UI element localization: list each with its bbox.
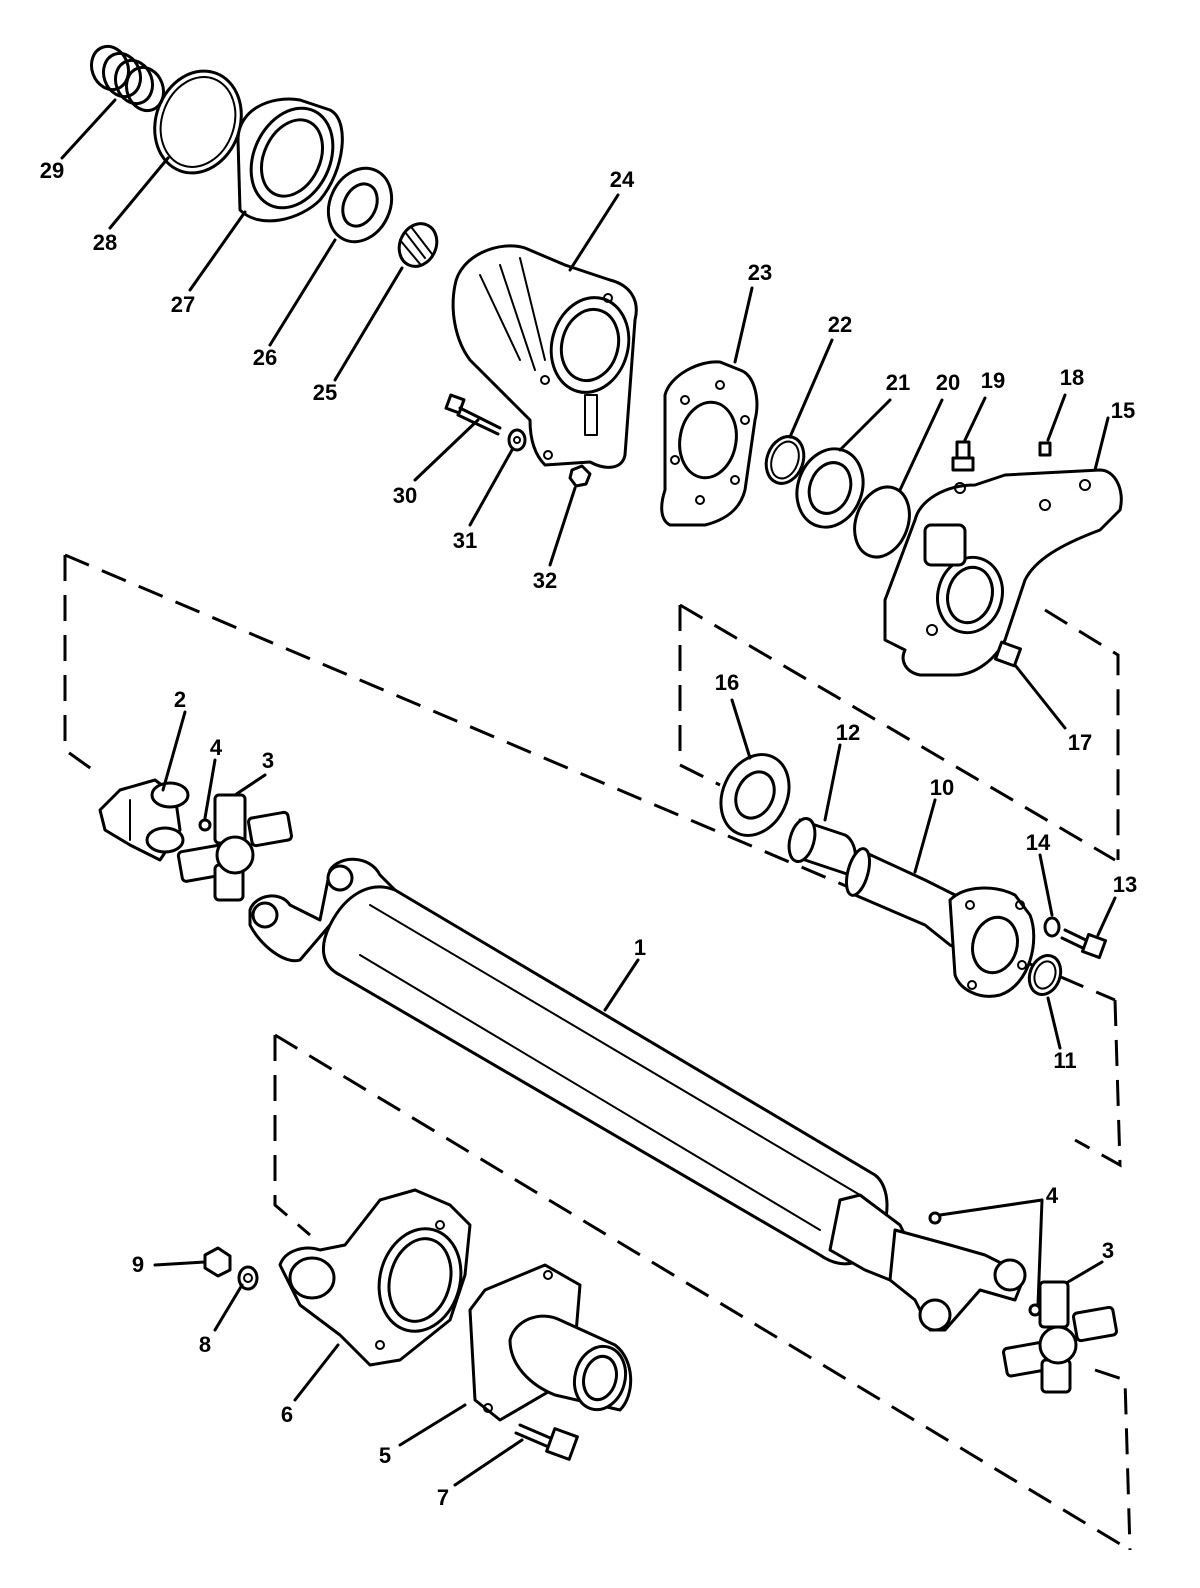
nut-part-9 bbox=[203, 1246, 232, 1278]
slip-shaft-part-10 bbox=[845, 847, 1036, 998]
yoke-part-2 bbox=[98, 778, 190, 862]
spring-part-29 bbox=[89, 44, 166, 113]
callout-labels: 1 2 3 3 4 4 5 6 7 8 9 10 11 12 13 14 15 … bbox=[40, 158, 1137, 1510]
callout-15: 15 bbox=[1111, 398, 1135, 423]
callout-7: 7 bbox=[437, 1485, 449, 1510]
callout-27: 27 bbox=[171, 292, 195, 317]
callout-4-lower: 4 bbox=[1046, 1183, 1059, 1208]
companion-flange-part-5 bbox=[468, 1263, 633, 1422]
bearing-housing-part-27 bbox=[236, 97, 344, 223]
callout-13: 13 bbox=[1113, 872, 1137, 897]
o-ring-part-20 bbox=[853, 485, 911, 559]
u-joint-part-3-upper bbox=[176, 793, 293, 902]
assembly-boundary-lines bbox=[63, 553, 1132, 1552]
callout-4-upper: 4 bbox=[210, 735, 223, 760]
callout-18: 18 bbox=[1060, 365, 1084, 390]
callout-3-upper: 3 bbox=[262, 748, 274, 773]
o-ring-part-11 bbox=[1027, 954, 1063, 996]
driveshaft-part-1 bbox=[248, 857, 1027, 1332]
gasket-part-23 bbox=[660, 360, 759, 527]
grease-fitting-part-4-upper bbox=[198, 818, 212, 832]
callout-28: 28 bbox=[93, 230, 117, 255]
seal-part-26 bbox=[326, 166, 394, 244]
u-joint-part-3-lower bbox=[1002, 1280, 1118, 1394]
washer-part-8 bbox=[237, 1265, 259, 1291]
callout-29: 29 bbox=[40, 158, 64, 183]
fitting-part-18 bbox=[1038, 441, 1052, 457]
snap-ring-part-22 bbox=[764, 435, 806, 485]
callout-21: 21 bbox=[886, 370, 910, 395]
callout-12: 12 bbox=[836, 720, 860, 745]
callout-31: 31 bbox=[453, 528, 477, 553]
housing-part-24 bbox=[451, 244, 638, 469]
callout-3-lower: 3 bbox=[1102, 1238, 1114, 1263]
callout-17: 17 bbox=[1068, 730, 1092, 755]
washer-part-14 bbox=[1043, 916, 1061, 938]
callout-2: 2 bbox=[174, 687, 186, 712]
callout-26: 26 bbox=[253, 345, 277, 370]
bolt-part-30 bbox=[444, 393, 502, 436]
callout-30: 30 bbox=[393, 483, 417, 508]
seal-part-16 bbox=[719, 753, 791, 837]
callout-20: 20 bbox=[936, 370, 960, 395]
bolt-part-17 bbox=[994, 640, 1022, 668]
mounting-bracket-part-15 bbox=[883, 468, 1123, 677]
callout-19: 19 bbox=[981, 368, 1005, 393]
callout-22: 22 bbox=[828, 312, 852, 337]
leader-lines bbox=[60, 98, 1117, 1487]
callout-1: 1 bbox=[634, 935, 646, 960]
flange-yoke-part-6 bbox=[278, 1188, 472, 1367]
callout-8: 8 bbox=[199, 1332, 211, 1357]
callout-5: 5 bbox=[379, 1443, 391, 1468]
callout-25: 25 bbox=[313, 380, 337, 405]
callout-24: 24 bbox=[610, 167, 635, 192]
washer-part-31 bbox=[507, 428, 527, 452]
needle-bearing-part-25 bbox=[397, 222, 439, 268]
sleeve-part-12 bbox=[787, 817, 857, 877]
bolt-part-13 bbox=[1060, 928, 1108, 960]
bearing-part-21 bbox=[795, 447, 865, 529]
callout-9: 9 bbox=[132, 1252, 144, 1277]
callout-14: 14 bbox=[1026, 830, 1051, 855]
callout-32: 32 bbox=[533, 568, 557, 593]
callout-11: 11 bbox=[1053, 1048, 1076, 1073]
nut-part-32 bbox=[568, 464, 592, 488]
callout-10: 10 bbox=[930, 775, 954, 800]
fitting-part-19 bbox=[951, 440, 975, 472]
callout-6: 6 bbox=[281, 1402, 293, 1427]
callout-16: 16 bbox=[715, 670, 739, 695]
bolt-part-7 bbox=[514, 1423, 579, 1461]
callout-23: 23 bbox=[748, 260, 772, 285]
